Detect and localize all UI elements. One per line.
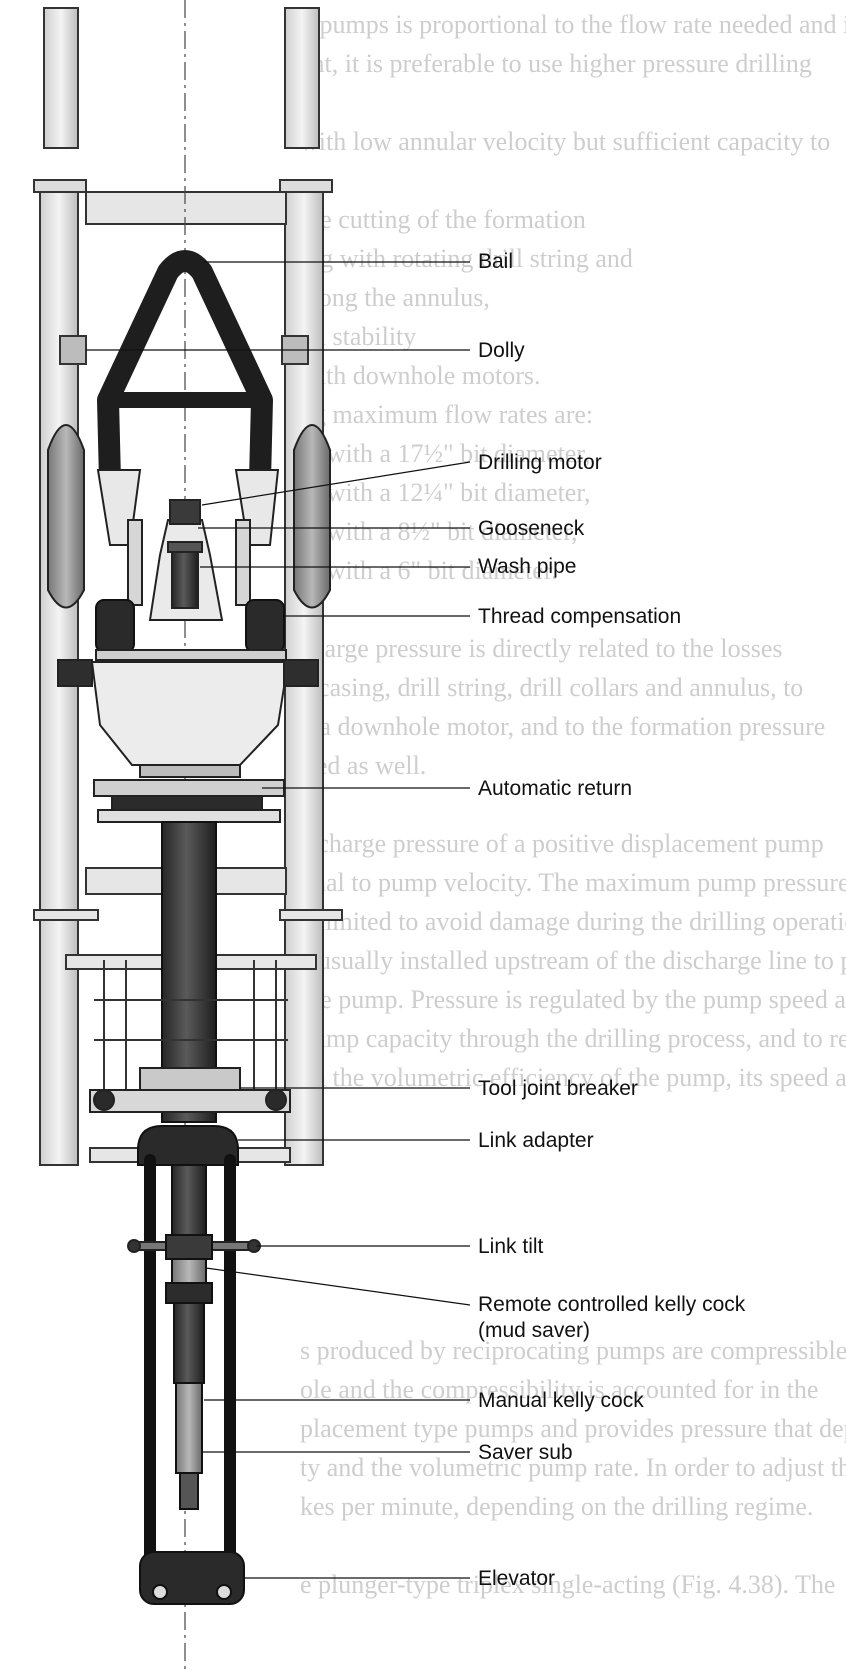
label-bail: Bail: [478, 250, 514, 273]
label-link-tilt: Link tilt: [478, 1235, 544, 1258]
label-dolly: Dolly: [478, 339, 525, 362]
label-mud-saver: (mud saver): [478, 1319, 591, 1342]
label-tool-joint-breaker: Tool joint breaker: [478, 1077, 638, 1100]
label-elevator: Elevator: [478, 1567, 556, 1590]
automatic-return-shape: [93, 779, 285, 823]
drilling-motor-shape: [148, 499, 224, 621]
link-adapter-shape: [137, 1125, 239, 1166]
gearbox: [57, 649, 319, 778]
link-arms: [96, 469, 280, 606]
kelly-cock-stack: [165, 1164, 213, 1510]
label-manual-kelly-cock: Manual kelly cock: [478, 1389, 644, 1412]
label-thread-compensation: Thread compensation: [478, 605, 682, 628]
bail-shape: [97, 250, 273, 481]
label-link-adapter: Link adapter: [478, 1129, 594, 1152]
label-drilling-motor: Drilling motor: [478, 451, 602, 474]
pipe-handler-frame: [94, 960, 288, 1090]
cylinders: [47, 424, 331, 609]
label-wash-pipe: Wash pipe: [478, 555, 577, 578]
label-saver-sub: Saver sub: [478, 1441, 573, 1464]
label-remote-kelly-cock: Remote controlled kelly cock: [478, 1293, 746, 1316]
leader-lines: [86, 261, 471, 1579]
label-gooseneck: Gooseneck: [478, 517, 585, 540]
label-automatic-return: Automatic return: [478, 777, 633, 800]
tool-joint-breaker-shape: [89, 1067, 291, 1113]
elevator-links: [144, 1154, 236, 1566]
elevator-shape: [139, 1551, 245, 1605]
